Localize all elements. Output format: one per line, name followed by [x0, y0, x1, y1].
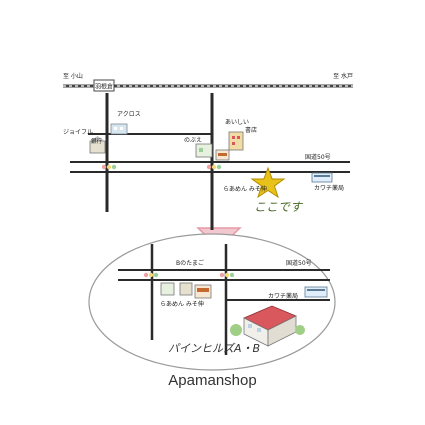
traffic-signal: [219, 272, 235, 278]
ramen-label: らあめん みそ伸: [223, 185, 267, 193]
rail-to-left-label: 至 小山: [63, 72, 83, 80]
apartment-building-icon: [230, 305, 305, 347]
shop-building-icon: [110, 123, 128, 135]
here-label: ここです: [254, 200, 304, 214]
store-building-icon: [195, 143, 213, 158]
station-marker: 羽根倉: [93, 79, 115, 92]
pharmacy-building-icon: [304, 286, 328, 298]
rail-to-right-label: 至 水戸: [333, 72, 353, 80]
brand-caption: Apamanshop: [168, 372, 257, 389]
traffic-signal: [101, 164, 117, 170]
zoom-shop-label: Bのたまご: [176, 259, 204, 267]
bank-label: 銀行: [91, 137, 103, 145]
shop-label-across: アクロス: [117, 111, 141, 118]
bookstore-building-icon: [228, 131, 244, 151]
zoom-route-50-label: 国道50号: [286, 259, 312, 267]
building-name-label: パインヒルズA・B: [168, 342, 260, 355]
route-50-label: 国道50号: [305, 153, 331, 161]
property-location-star-icon: [250, 166, 286, 199]
zoom-inset-map: Bのたまご 国道50号 らあめん みそ伸 カワチ薬局 パインヒルズA・B: [88, 233, 336, 371]
zoom-pharmacy-label: カワチ薬局: [268, 292, 298, 300]
zoom-road-network: [118, 244, 330, 355]
pharmacy-building-icon: [311, 172, 333, 183]
top-map: 羽根倉 至 小山 至 水戸: [63, 72, 353, 214]
shop-building-icon: [160, 282, 193, 296]
traffic-signal: [206, 164, 222, 170]
ramen-shop-icon: [215, 149, 230, 161]
zoom-ramen-label: らあめん みそ伸: [160, 300, 204, 308]
shop-label-aishii: あいしい: [225, 119, 249, 126]
station-label: 羽根倉: [95, 83, 113, 91]
bookstore-label: 書店: [245, 126, 257, 134]
ramen-shop-icon: [194, 284, 212, 299]
shop-label-joyful: ジョイフル: [63, 129, 93, 136]
shop-label-nobue: のぶえ: [184, 137, 202, 144]
pharmacy-label: カワチ薬局: [314, 184, 344, 192]
bank-building-icon: [89, 136, 106, 154]
traffic-signal: [143, 272, 159, 278]
